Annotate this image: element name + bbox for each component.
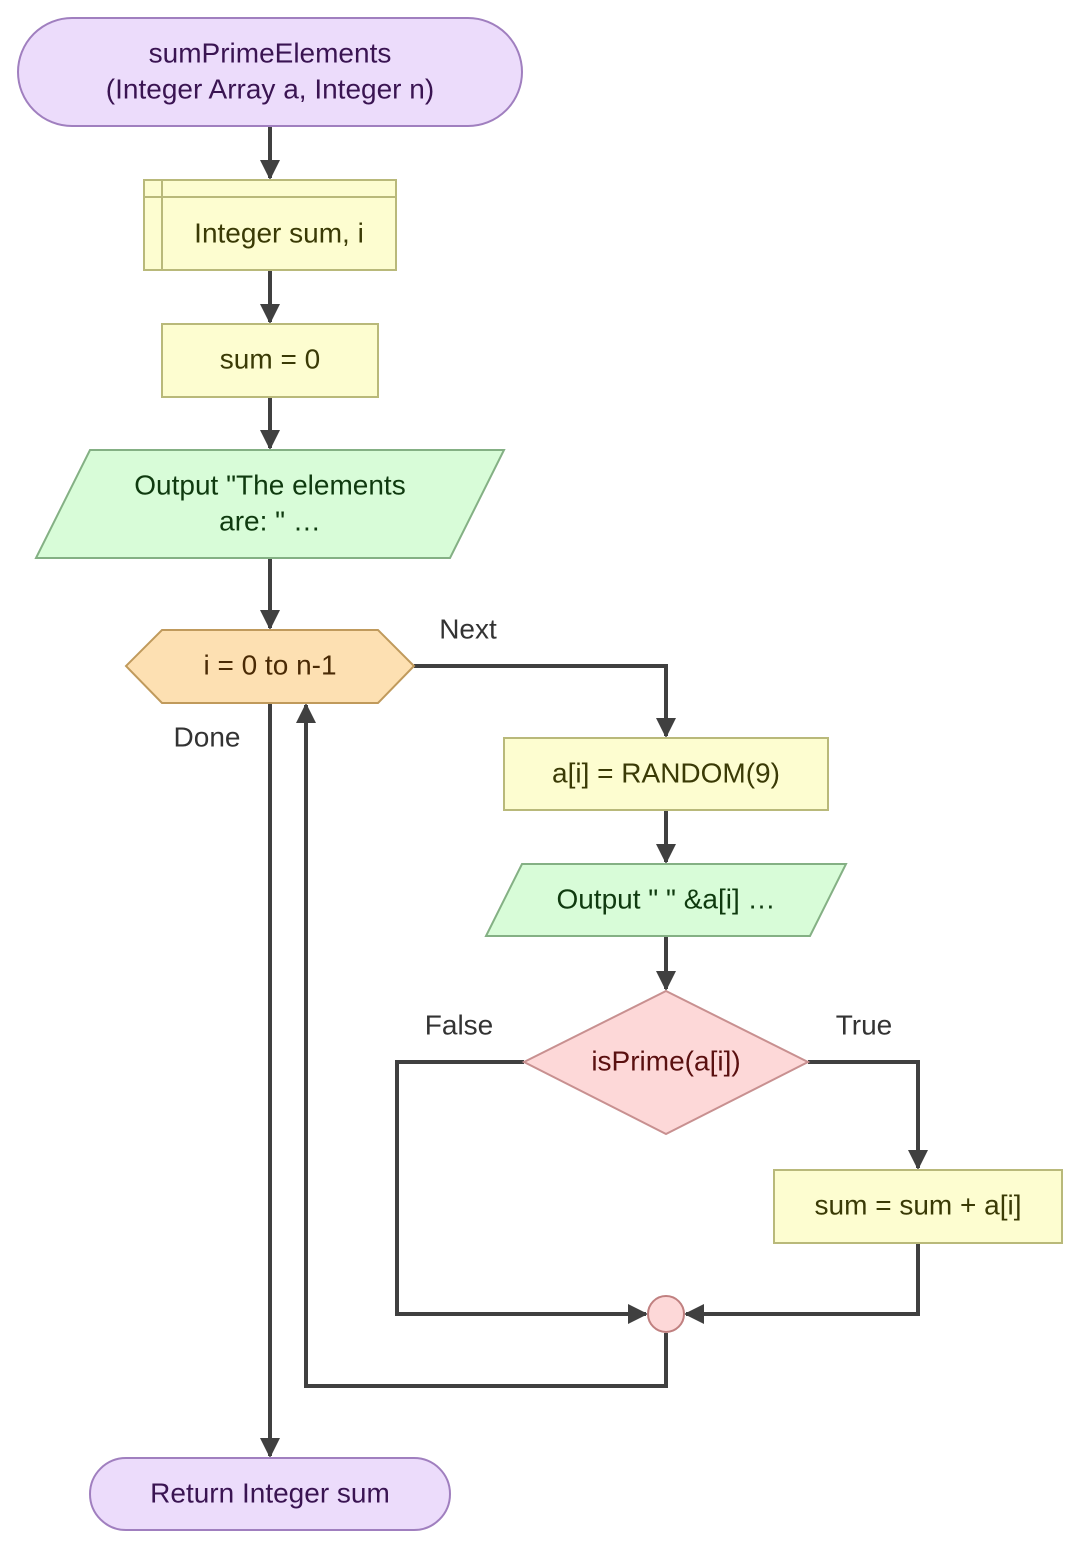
edge-labels: Next Done False True <box>174 613 893 1040</box>
init-sum-shape <box>161 323 379 398</box>
declare-text: Integer sum, i <box>194 217 364 248</box>
start-params: (Integer Array a, Integer n) <box>106 73 434 104</box>
output-element-shape <box>484 863 848 937</box>
loop-node: i = 0 to n-1 <box>124 629 416 704</box>
output-elements-line1: Output "The elements <box>134 469 405 500</box>
init-sum-text: sum = 0 <box>220 343 320 374</box>
declare-shape <box>143 179 397 271</box>
decision-shape <box>521 989 811 1136</box>
edge-accumulate-to-merge <box>684 1243 920 1324</box>
random-node: a[i] = RANDOM(9) <box>503 737 829 811</box>
output-elements-node: Output "The elements are: " … <box>34 449 506 559</box>
output-elements-line2: are: " … <box>219 505 321 536</box>
edge-loop-next <box>414 664 676 738</box>
edge-merge-loop-back <box>296 703 668 1388</box>
declare-node: Integer sum, i <box>143 179 397 271</box>
end-shape <box>89 1457 451 1531</box>
true-label: True <box>836 1009 893 1040</box>
accumulate-text: sum = sum + a[i] <box>815 1189 1022 1220</box>
edges <box>260 126 928 1458</box>
init-sum-node: sum = 0 <box>161 323 379 398</box>
end-text: Return Integer sum <box>150 1477 390 1508</box>
start-node: sumPrimeElements (Integer Array a, Integ… <box>17 17 523 127</box>
done-label: Done <box>174 721 241 752</box>
output-element-text: Output " " &a[i] … <box>556 883 775 914</box>
next-label: Next <box>439 613 497 644</box>
false-label: False <box>425 1009 493 1040</box>
start-title: sumPrimeElements <box>149 37 392 68</box>
start-shape <box>17 17 523 127</box>
accumulate-node: sum = sum + a[i] <box>773 1169 1063 1244</box>
output-element-node: Output " " &a[i] … <box>484 863 848 937</box>
random-text: a[i] = RANDOM(9) <box>552 757 780 788</box>
edge-decision-true <box>808 1060 928 1170</box>
accumulate-shape <box>773 1169 1063 1244</box>
edge-decision-false <box>395 1060 648 1324</box>
output-elements-shape <box>34 449 506 559</box>
end-node: Return Integer sum <box>89 1457 451 1531</box>
merge-connector <box>647 1295 685 1333</box>
random-shape <box>503 737 829 811</box>
decision-text: isPrime(a[i]) <box>591 1045 740 1076</box>
loop-shape <box>124 629 416 704</box>
decision-node: isPrime(a[i]) <box>521 989 811 1136</box>
loop-text: i = 0 to n-1 <box>203 649 336 680</box>
